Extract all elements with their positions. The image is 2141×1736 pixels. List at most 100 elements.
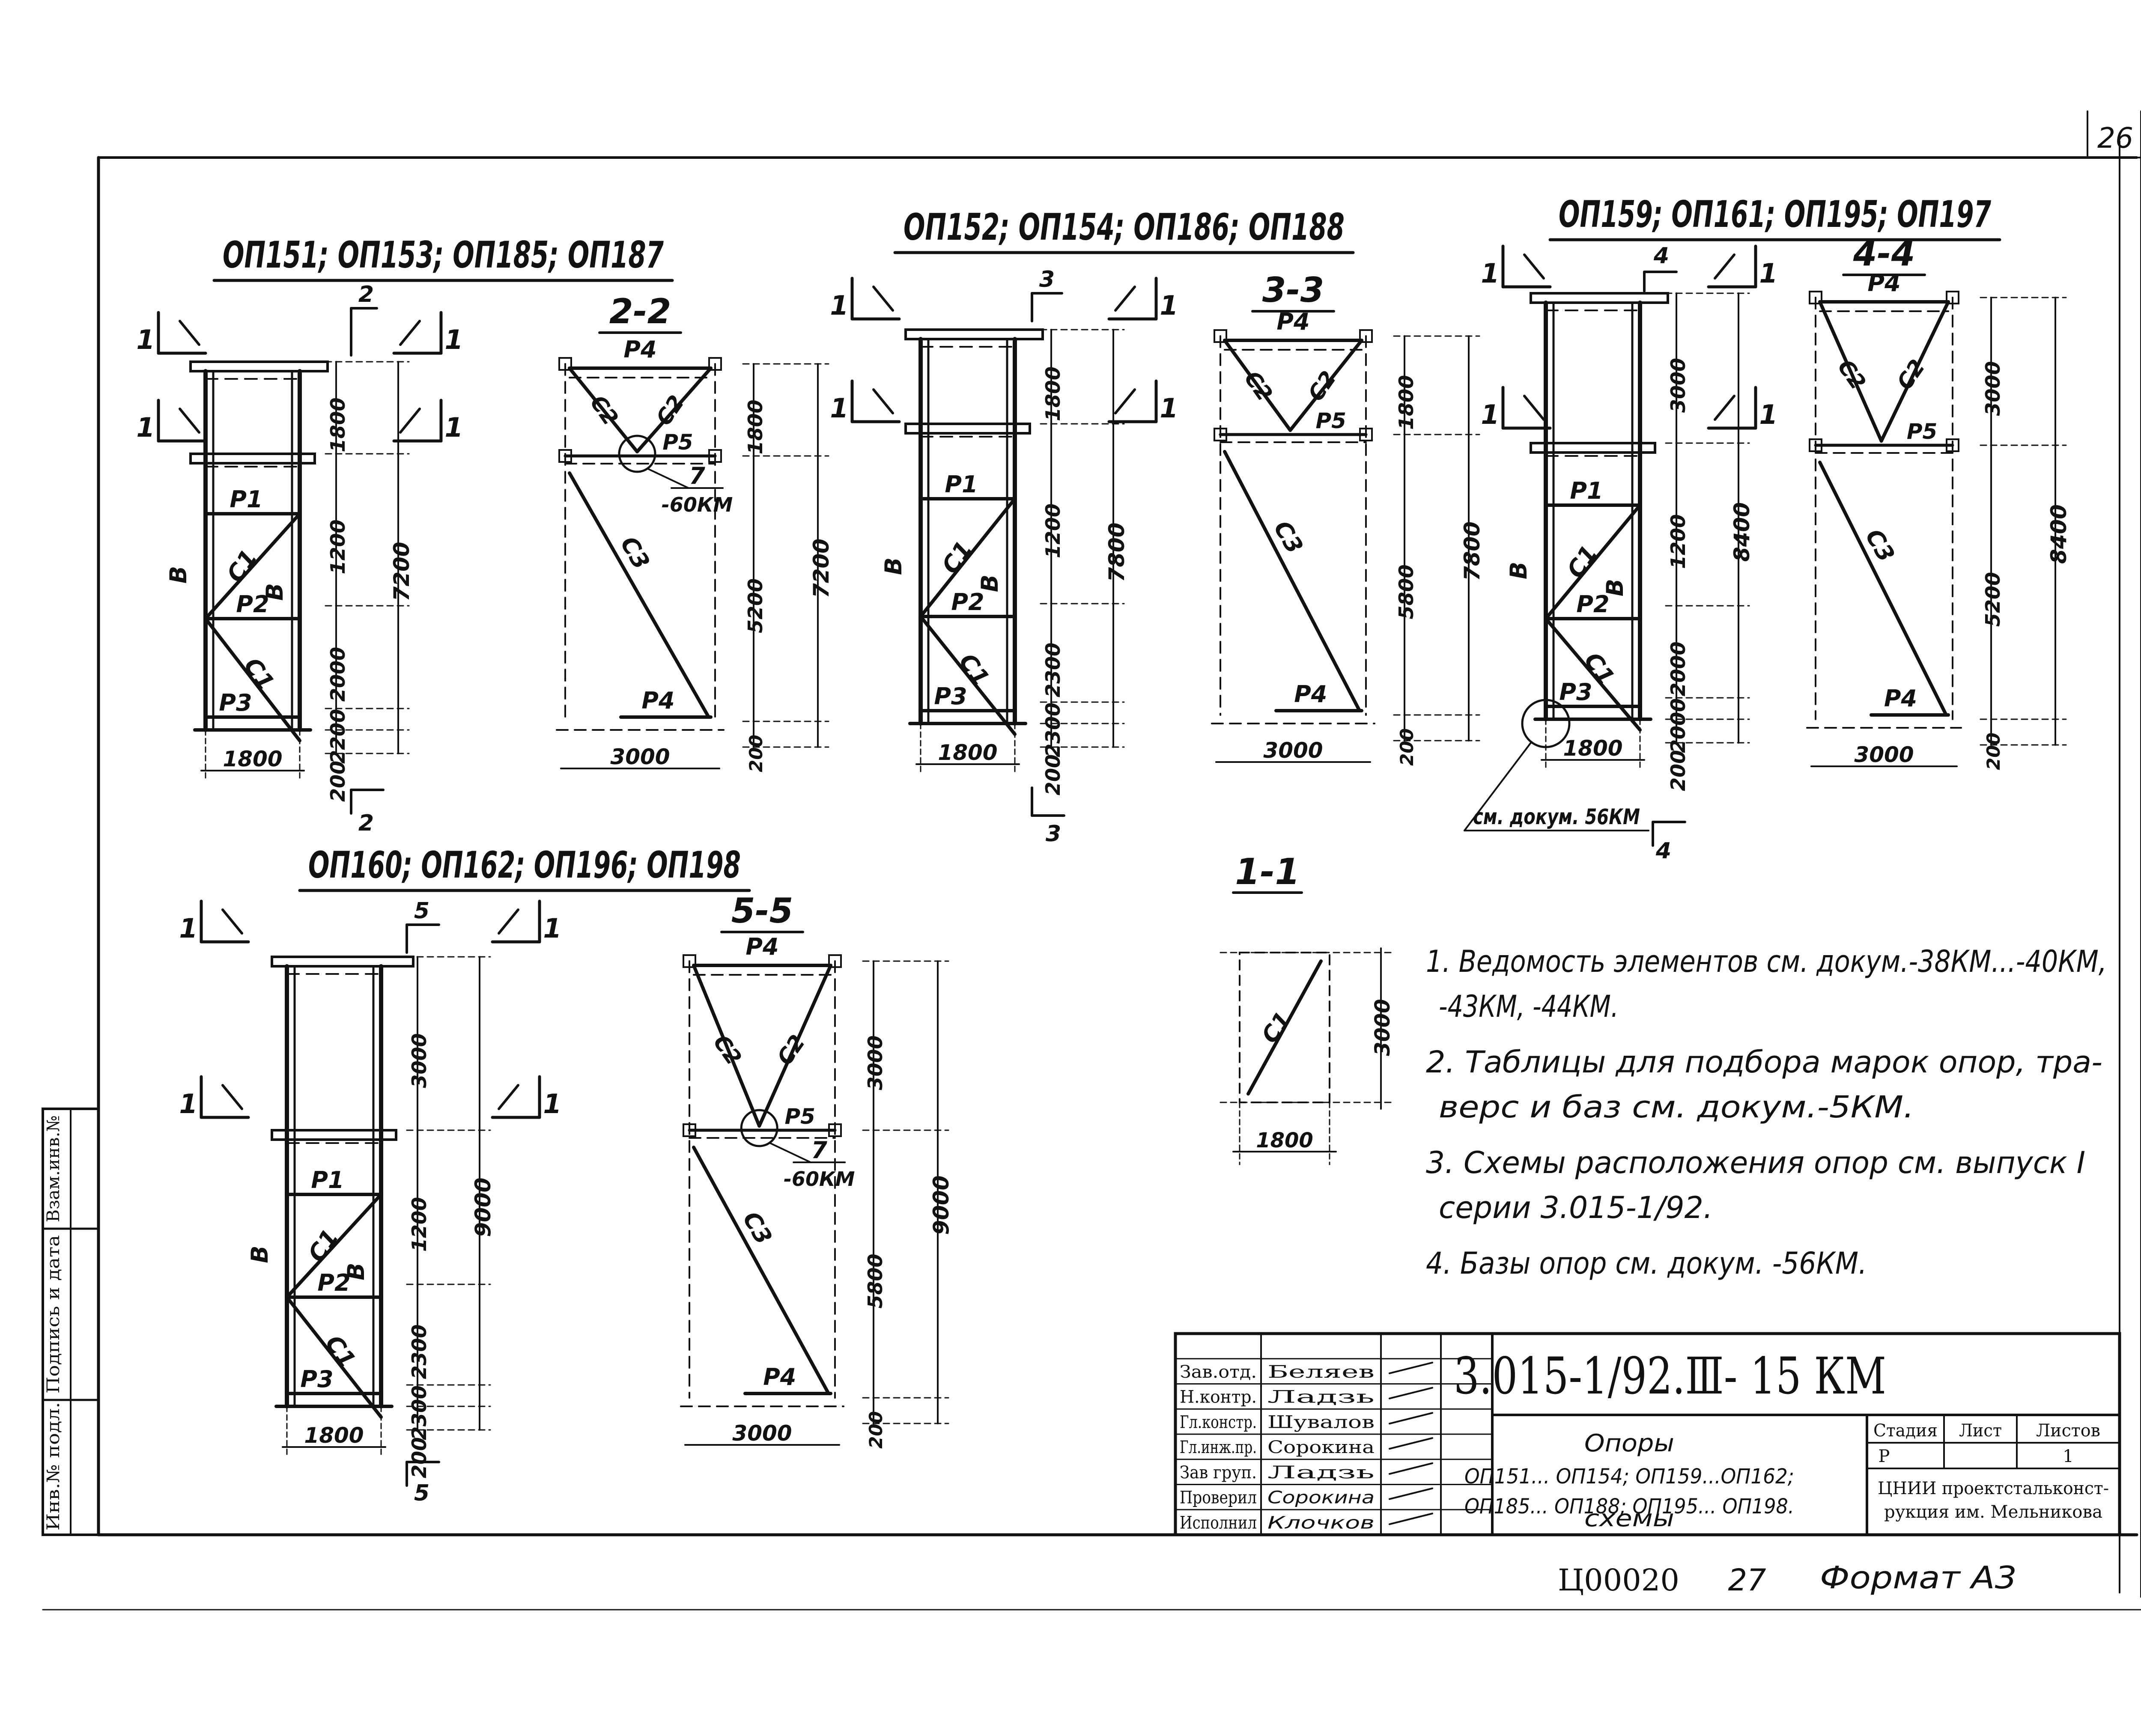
section-dim-0: 3000: [1981, 361, 2004, 416]
callout-doc: -60КМ: [784, 1167, 855, 1191]
archive-number: Ц00020: [1558, 1563, 1679, 1598]
section-1-1-title: 1-1: [1235, 851, 1300, 893]
member-p5: Р5: [1315, 408, 1346, 433]
cut-3-bot-label: 3: [1046, 821, 1061, 847]
member-p2: Р2: [317, 1269, 350, 1296]
cut-mark-1c-arrow: [179, 408, 200, 434]
group-title: ОП159; ОП161; ОП195; ОП197: [1559, 193, 1991, 236]
tb-name-2: Шувалов: [1267, 1412, 1375, 1432]
brace-c3: [1818, 461, 1948, 717]
cut-mark-1a-label: 1: [136, 324, 155, 355]
dim-front-0: 1800: [326, 397, 349, 452]
brace-c3: [1223, 450, 1361, 712]
section-width: 3000: [1263, 738, 1323, 763]
dim-front-2: 2300: [408, 1324, 431, 1379]
member-p5: Р5: [662, 430, 693, 455]
tb-signature-0: [1389, 1361, 1433, 1374]
detail-callout-circle: [740, 1109, 778, 1147]
note-line-1: -43КМ, -44КМ.: [1439, 989, 1619, 1024]
section-1-1-height: 3000: [1371, 999, 1395, 1056]
member-v-left: В: [165, 566, 192, 584]
member-c2-right: С2: [651, 391, 689, 430]
cut-mark-1m-arrow: [221, 908, 243, 935]
member-p4-top: Р4: [745, 933, 778, 960]
brace-c1-upper: [919, 497, 1017, 618]
member-v-right: В: [976, 575, 1003, 592]
section-dim-2: 200: [1396, 728, 1417, 766]
dim-front-1: 1200: [1041, 503, 1065, 558]
note-line-4: 3. Схемы расположения опор см. выпуск I: [1426, 1145, 2085, 1180]
member-p1: Р1: [311, 1167, 344, 1194]
stage-value: Р: [1879, 1447, 1890, 1466]
cut-mark-1o-arrow: [221, 1084, 243, 1110]
cut-mark-1d-arrow: [399, 408, 421, 434]
cut-mark-1n-arrow: [498, 908, 519, 935]
sheets-value: 1: [2063, 1447, 2073, 1466]
member-p4-top: Р4: [1867, 270, 1900, 297]
brace-c1-lower: [204, 617, 301, 742]
tb-name-5: Сорокина: [1267, 1488, 1375, 1508]
cut-mark-1o-label: 1: [179, 1088, 197, 1120]
dim-width-front: 1800: [223, 747, 282, 771]
member-c1-upper: С1: [303, 1224, 344, 1267]
cut-mark-1g-arrow: [872, 388, 894, 414]
page-number: 26: [2097, 122, 2133, 155]
tb-role-5: Проверил: [1180, 1488, 1257, 1508]
member-c3: С3: [615, 532, 655, 574]
member-p1: Р1: [230, 486, 262, 513]
section-width: 3000: [610, 744, 670, 769]
top-cap: [271, 956, 414, 968]
member-p3: Р3: [300, 1366, 333, 1393]
object-line-2: ОП185... ОП188; ОП195... ОП198.: [1464, 1495, 1794, 1519]
member-v-left: В: [880, 557, 907, 575]
cut-mark-1b-label: 1: [444, 324, 463, 355]
cut-mark-1c-label: 1: [136, 412, 155, 443]
group-title: ОП160; ОП162; ОП196; ОП198: [308, 844, 741, 887]
dim-front-4: 200: [1041, 754, 1065, 795]
brace-c1-lower: [285, 1295, 383, 1419]
document-code: 3.015-1/92.Ⅲ- 15 КМ: [1454, 1346, 1886, 1405]
dim-front-0: 1800: [1041, 366, 1065, 421]
brace-c2-left: [1818, 300, 1883, 443]
dim-front-3: 2300: [408, 1385, 431, 1440]
brace-c2-left: [568, 366, 639, 453]
member-p1: Р1: [945, 471, 978, 498]
tb-role-0: Зав.отд.: [1180, 1362, 1257, 1382]
section-dim-0: 3000: [864, 1035, 887, 1090]
section-1-1-member: С1: [1257, 1007, 1296, 1048]
cut-mark-1b-arrow: [399, 320, 421, 346]
cut-mark-1g-label: 1: [830, 393, 848, 424]
dim-front-0: 3000: [1667, 358, 1690, 413]
section-dim-total-label: 7800: [1460, 521, 1485, 581]
section-1-1-brace: [1246, 959, 1323, 1096]
dim-front-4: 200: [408, 1437, 431, 1478]
cut-2-top-label: 2: [358, 282, 374, 307]
brace-c2-right: [1879, 300, 1950, 443]
traverse: [1530, 442, 1656, 454]
tb-signature-5: [1389, 1487, 1433, 1500]
traverse: [271, 1129, 397, 1141]
stage-header: Стадия: [1873, 1421, 1938, 1441]
member-v-right: В: [343, 1263, 370, 1280]
drawing-linework: [42, 110, 2141, 1611]
sheet-name: схемы: [1584, 1505, 1674, 1532]
brace-c1-lower: [1544, 617, 1642, 732]
brace-c2-left: [692, 964, 761, 1128]
member-c3: С3: [737, 1207, 777, 1249]
format-label: Формат А3: [1820, 1560, 2017, 1596]
dim-front-total: 7200: [389, 542, 414, 601]
section-title: 5-5: [731, 891, 793, 931]
cut-2-bot-label: 2: [358, 810, 374, 836]
side-stamp-replace: Взам.инв.№: [44, 1115, 63, 1222]
section-width: 3000: [1854, 742, 1914, 767]
member-v-left: В: [246, 1245, 273, 1263]
dim-front-3: 2000: [1667, 698, 1690, 753]
cut-5-top-label: 5: [414, 898, 429, 924]
dim-front-4: 200: [326, 761, 349, 802]
base-detail-circle: [1521, 699, 1571, 748]
dim-width-front: 1800: [1563, 736, 1622, 761]
sheet-header: Лист: [1959, 1421, 2002, 1441]
brace-c2-left: [1223, 339, 1292, 432]
section-dim-0: 1800: [1395, 375, 1418, 430]
